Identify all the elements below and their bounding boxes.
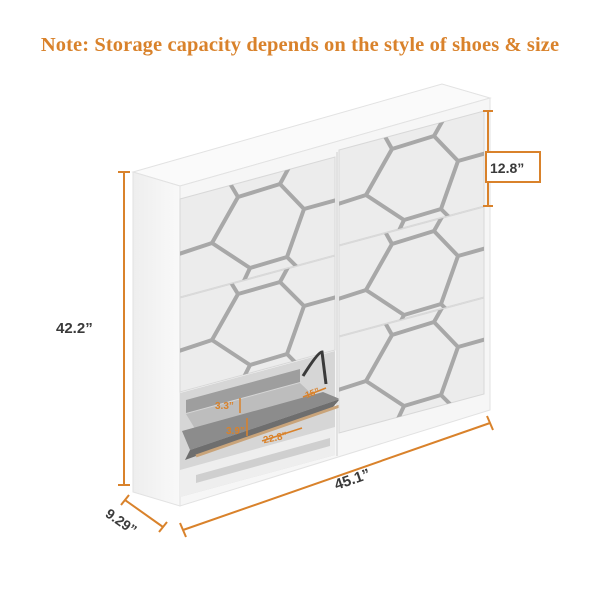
depth-label: 9.29” [103, 505, 140, 538]
drawer-height-label: 12.8” [490, 160, 524, 176]
inner-label-a: 3.3” [215, 401, 234, 412]
left-door-upper[interactable] [176, 156, 340, 300]
width-label: 45.1” [332, 466, 372, 494]
inner-label-c: 22.8” [262, 431, 288, 447]
inner-label-d: 15” [304, 386, 321, 400]
drawer-height-label-box [485, 151, 541, 183]
inner-label-b: 3.9” [226, 426, 245, 437]
cabinet-side [132, 171, 181, 507]
open-shoe-drawer[interactable] [180, 350, 355, 497]
height-label: 42.2” [56, 320, 93, 337]
storage-note: Note: Storage capacity depends on the st… [40, 34, 560, 56]
right-door-lower[interactable] [335, 297, 490, 436]
